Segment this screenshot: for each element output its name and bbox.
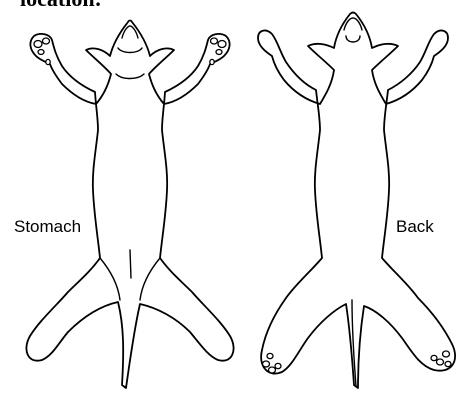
- back-view: Back: [258, 13, 455, 389]
- stomach-view-outline: [26, 21, 233, 389]
- stomach-label: Stomach: [14, 217, 81, 236]
- back-label: Back: [396, 217, 434, 236]
- back-view-outline: [258, 13, 455, 389]
- stomach-view: Stomach: [14, 21, 234, 389]
- stomach-centerline-detail: [130, 250, 131, 278]
